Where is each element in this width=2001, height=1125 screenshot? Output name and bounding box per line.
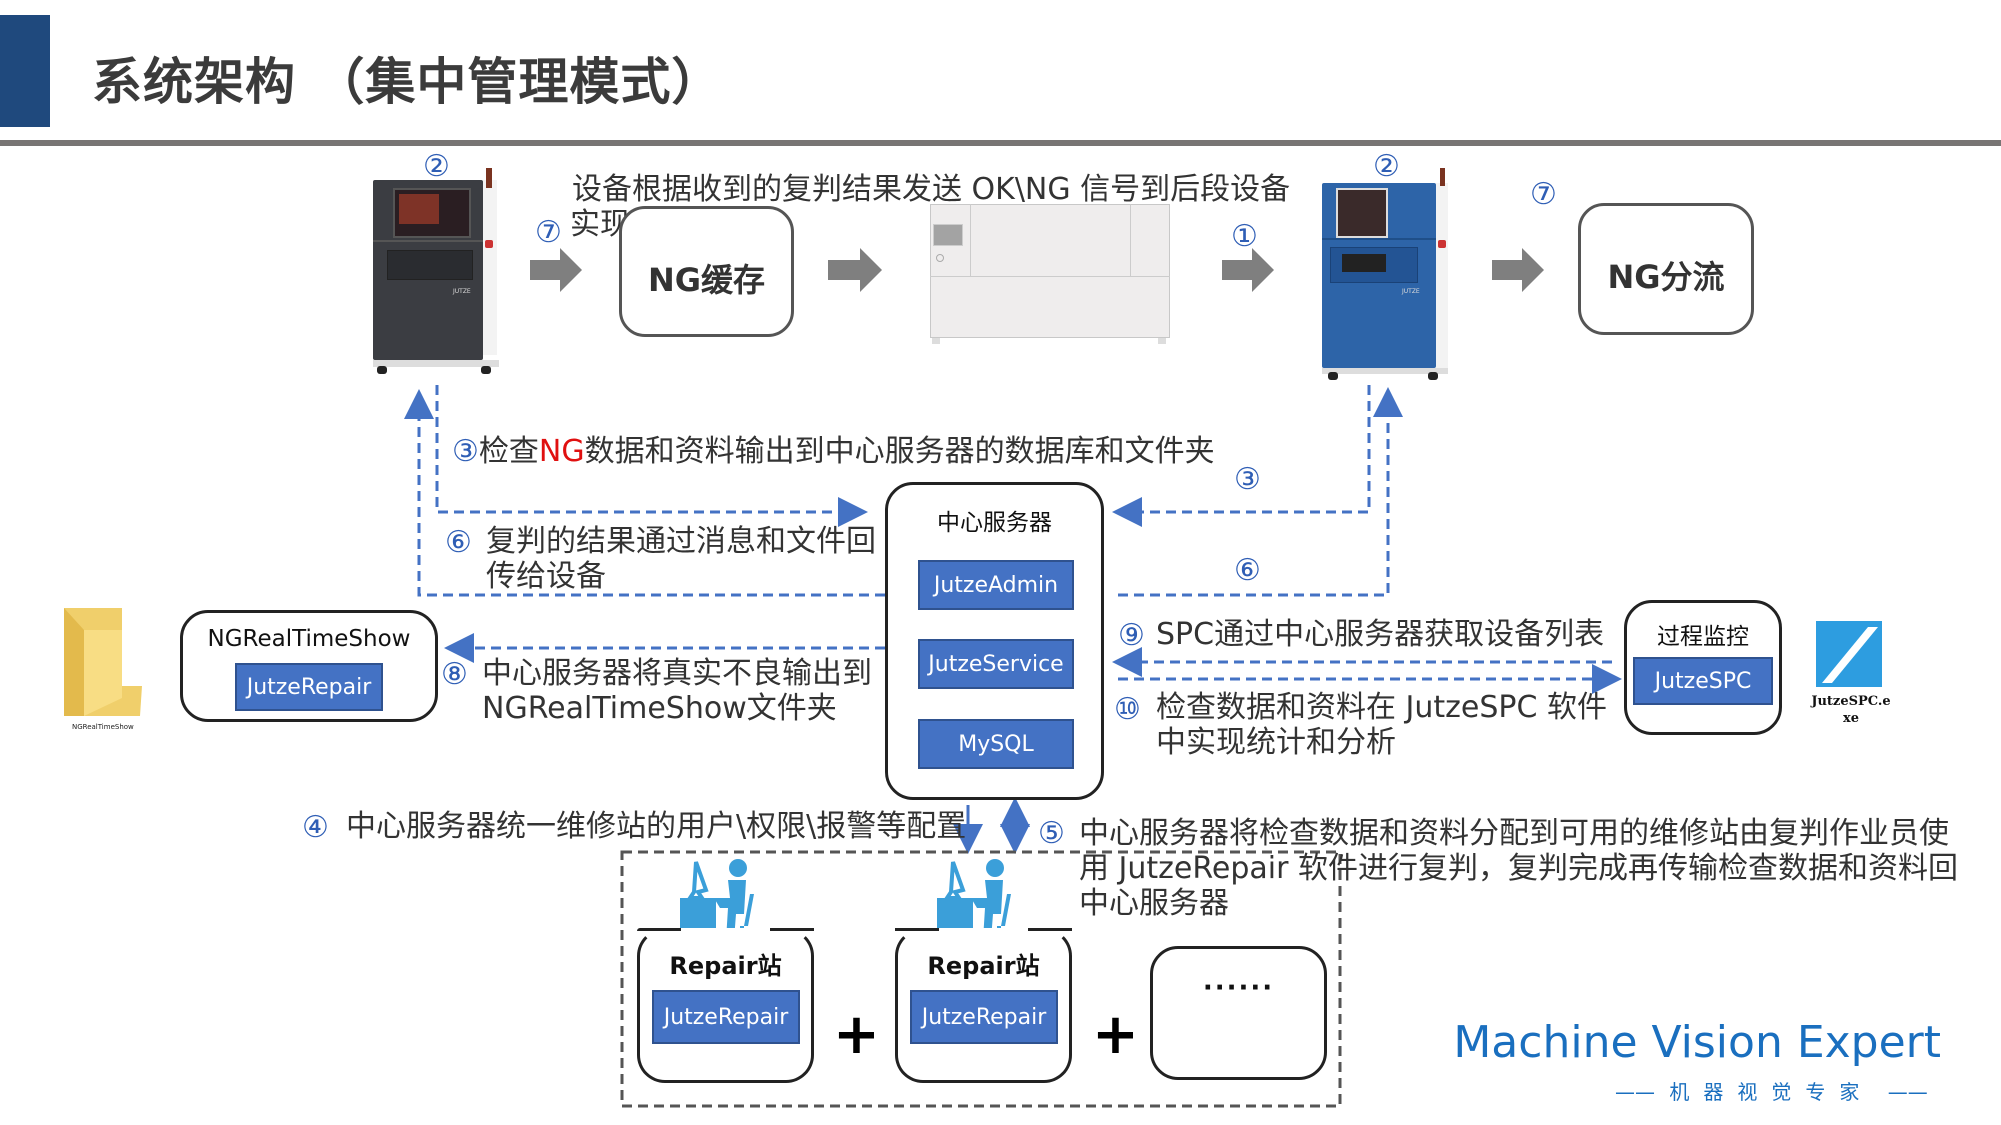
- step9-text: SPC通过中心服务器获取设备列表: [1156, 617, 1605, 652]
- title-accent-bar: [0, 15, 50, 127]
- step6-right-badge: ⑥: [1234, 553, 1261, 588]
- step8-line2: NGRealTimeShow文件夹: [482, 691, 837, 726]
- ng-divert-label: NG分流: [1607, 258, 1725, 296]
- process-monitor-box: 过程监控 JutzeSPC: [1624, 600, 1782, 735]
- header-divider: [0, 140, 2001, 146]
- plus-sign: +: [1092, 1002, 1139, 1067]
- connector-step6-left: [404, 389, 885, 597]
- module-mysql: MySQL: [918, 719, 1074, 769]
- caption-line1: 设备根据收到的复判结果发送 OK\NG 信号到后段设备: [572, 172, 1291, 207]
- step2-right-badge: ②: [1373, 149, 1400, 184]
- repair-station-title: Repair站: [927, 952, 1040, 980]
- connector-step6-right: [1118, 387, 1403, 597]
- step5-line3: 中心服务器: [1079, 886, 1229, 921]
- step3-right-badge: ③: [1234, 462, 1261, 497]
- step10-line2: 中实现统计和分析: [1156, 725, 1396, 760]
- aoi-machine-right: JUTZE: [1322, 168, 1452, 380]
- step1-badge: ①: [1231, 219, 1258, 254]
- step3-caption: ③检查NG数据和资料输出到中心服务器的数据库和文件夹: [452, 434, 1215, 469]
- ngrealtimeshow-title: NGRealTimeShow: [207, 626, 411, 652]
- step5-badge: ⑤: [1038, 816, 1065, 851]
- page-title: 系统架构 （集中管理模式）: [92, 53, 723, 111]
- module-jutzeadmin: JutzeAdmin: [918, 560, 1074, 610]
- jutzespc-exe-icon: [1814, 619, 1886, 691]
- repair-station-title: Repair站: [669, 952, 782, 980]
- module-jutzeservice: JutzeService: [918, 639, 1074, 689]
- flow-arrow: [1492, 248, 1544, 292]
- module-jutzerepair: JutzeRepair: [235, 663, 383, 711]
- step3-badge: ③: [452, 434, 479, 469]
- step5-line2: 用 JutzeRepair 软件进行复判，复判完成再传输检查数据和资料回: [1079, 851, 1958, 886]
- flow-arrow: [828, 248, 882, 292]
- brand-logo-english: Machine Vision Expert: [1453, 1017, 1941, 1068]
- step7-right-badge: ⑦: [1530, 177, 1557, 212]
- ng-buffer-label: NG缓存: [647, 261, 766, 299]
- module-jutzerepair: JutzeRepair: [652, 990, 800, 1044]
- ng-divert-box: NG分流: [1578, 203, 1754, 335]
- step4-text: 中心服务器统一维修站的用户\权限\报警等配置: [346, 809, 967, 844]
- flow-arrows-top: [530, 248, 1544, 292]
- ngrealtimeshow-box: NGRealTimeShow JutzeRepair: [180, 610, 438, 722]
- conveyor-machine: [930, 204, 1173, 344]
- step5-line1: 中心服务器将检查数据和资料分配到可用的维修站由复判作业员使: [1079, 816, 1949, 851]
- central-server-title: 中心服务器: [937, 510, 1052, 536]
- step8-badge: ⑧: [441, 657, 468, 692]
- plus-sign: +: [833, 1002, 880, 1067]
- step4-badge: ④: [302, 810, 329, 845]
- connector-step3-right: [1112, 385, 1371, 527]
- step6-line2: 传给设备: [486, 559, 606, 594]
- step9-badge: ⑨: [1118, 618, 1145, 653]
- more-stations-ellipsis: ······: [1202, 973, 1275, 1003]
- module-jutzespc: JutzeSPC: [1633, 657, 1773, 705]
- brand-logo-chinese: —— 机器视觉专家 ——: [1615, 1080, 1928, 1104]
- ng-buffer-box: NG缓存: [619, 206, 794, 337]
- folder-label: NGRealTimeShow: [72, 723, 134, 731]
- step6-badge: ⑥: [445, 525, 472, 560]
- more-stations-box: ······: [1150, 946, 1327, 1080]
- step6-line1: 复判的结果通过消息和文件回: [486, 524, 876, 559]
- ng-highlight: NG: [538, 434, 585, 469]
- machine-brand: JUTZE: [453, 288, 471, 295]
- step8-line1: 中心服务器将真实不良输出到: [482, 656, 872, 691]
- flow-arrow: [530, 248, 582, 292]
- module-jutzerepair: JutzeRepair: [910, 990, 1058, 1044]
- machine-brand: JUTZE: [1402, 288, 1420, 295]
- step10-line1: 检查数据和资料在 JutzeSPC 软件: [1156, 690, 1607, 725]
- step2-left-badge: ②: [423, 149, 450, 184]
- central-server-box: 中心服务器 JutzeAdmin JutzeService MySQL: [885, 482, 1104, 800]
- process-monitor-title: 过程监控: [1657, 624, 1749, 650]
- repair-area-frame: [620, 850, 1342, 1108]
- repair-station-2: Repair站 JutzeRepair: [895, 928, 1072, 1083]
- repair-station-1: Repair站 JutzeRepair: [637, 928, 814, 1083]
- folder-icon: [62, 608, 142, 716]
- jutzespc-exe-label: JutzeSPC.e xe: [1811, 694, 1891, 726]
- flow-arrow: [1222, 248, 1274, 292]
- step10-badge: ⑩: [1114, 692, 1141, 727]
- step7-left-badge: ⑦: [535, 215, 562, 250]
- aoi-machine-left: JUTZE: [373, 168, 503, 380]
